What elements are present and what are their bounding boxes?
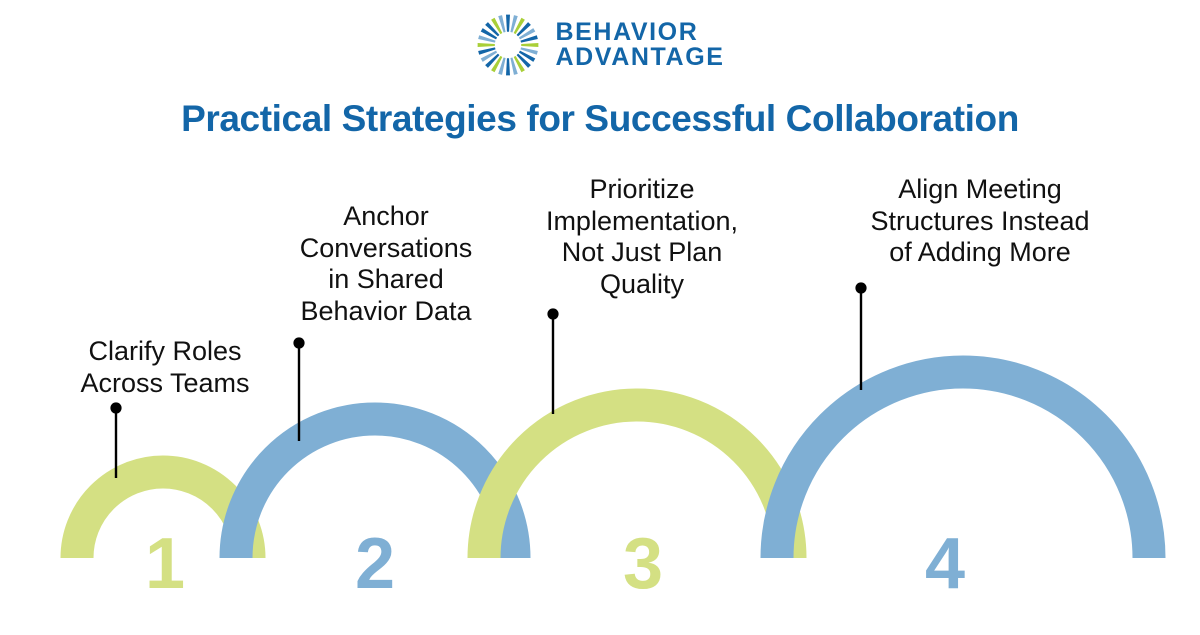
step-label-4: Align Meeting Structures Instead of Addi… <box>870 174 1090 268</box>
step-number-1: 1 <box>144 524 186 604</box>
step-label-3: Prioritize Implementation, Not Just Plan… <box>545 174 739 299</box>
connector-dot-1 <box>110 402 122 414</box>
connector-dot-3 <box>547 308 559 320</box>
brand-name-line1: BEHAVIOR <box>555 17 699 46</box>
brand-wordmark: BEHAVIOR ADVANTAGE <box>555 17 725 71</box>
step-number-3: 3 <box>622 524 664 604</box>
step-arch-3 <box>467 388 807 559</box>
radial-burst-icon <box>478 14 539 76</box>
page-title: Practical Strategies for Successful Coll… <box>181 98 1019 139</box>
brand-name-line2: ADVANTAGE <box>555 43 725 71</box>
step-number-2: 2 <box>354 524 396 604</box>
step-arch-4 <box>760 355 1166 559</box>
connector-dot-4 <box>855 282 867 294</box>
connector-dot-2 <box>293 337 305 349</box>
step-number-4: 4 <box>924 524 966 604</box>
step-label-1: Clarify Roles Across Teams <box>80 336 250 398</box>
brand-logo: BEHAVIOR ADVANTAGE <box>0 12 1200 78</box>
step-label-2: Anchor Conversations in Shared Behavior … <box>299 201 473 326</box>
